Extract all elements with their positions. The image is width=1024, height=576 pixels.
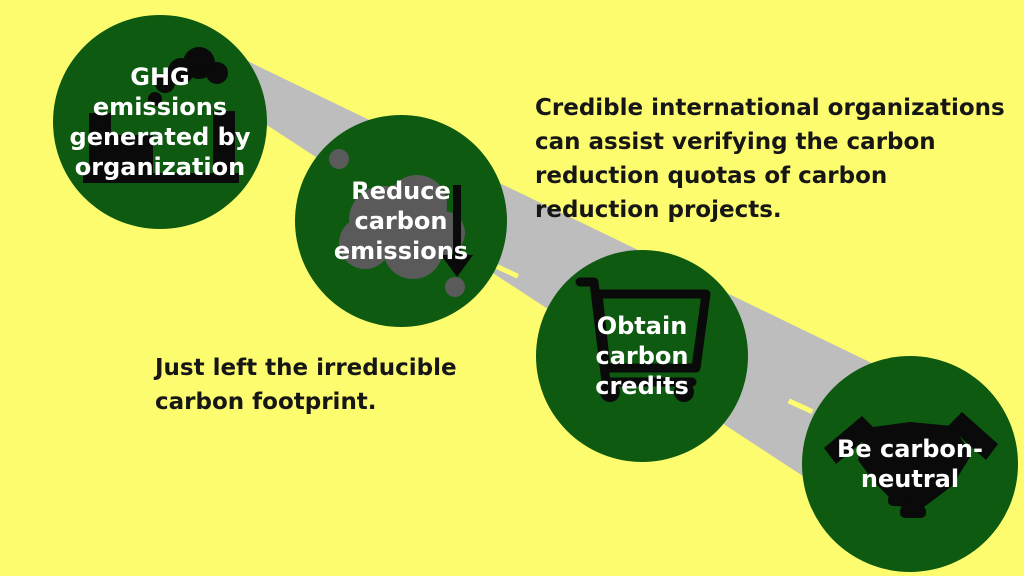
step-reduce-emissions: Reduce carbon emissions — [295, 115, 507, 327]
step-label: Be carbon-neutral — [837, 435, 983, 493]
step-label: Reduce carbon emissions — [333, 177, 469, 265]
step-label: Obtain carbon credits — [595, 312, 689, 400]
step-obtain-credits: Obtain carbon credits — [536, 250, 748, 462]
step-ghg-emissions: GHG emissions generated by organization — [53, 15, 267, 229]
step-carbon-neutral: Be carbon-neutral — [802, 356, 1018, 572]
footprint-note: Just left the irreducible carbon footpri… — [155, 355, 457, 415]
smoke-cloud-down-arrow-icon — [329, 149, 473, 297]
step-label: GHG emissions generated by organization — [69, 63, 251, 181]
factory-smoke-icon — [83, 47, 239, 183]
handshake-icon — [824, 412, 998, 518]
shopping-cart-icon — [575, 277, 711, 402]
verification-note: Credible international organizations can… — [535, 95, 1005, 223]
